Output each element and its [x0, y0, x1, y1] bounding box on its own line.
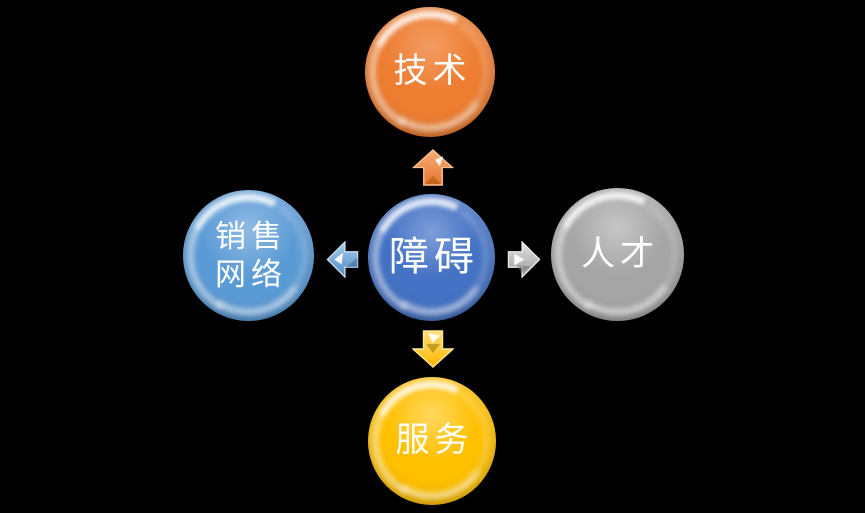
right-bubble-label: 人才 — [581, 234, 659, 273]
right-bubble-talent: 人才 — [551, 188, 684, 321]
arrow-down-icon — [412, 330, 454, 368]
arrow-left-icon — [326, 241, 359, 278]
arrow-right-icon — [507, 241, 541, 278]
left-bubble-sales-network: 销售 网络 — [183, 190, 314, 321]
bottom-bubble-label: 服务 — [395, 421, 474, 460]
arrow-up-icon — [412, 149, 454, 186]
top-bubble-technology: 技术 — [365, 7, 495, 137]
left-bubble-label: 销售 网络 — [210, 218, 287, 294]
left-bubble-label-line2: 网络 — [215, 256, 287, 292]
left-bubble-label-line1: 销售 — [215, 218, 287, 254]
top-bubble-label: 技术 — [393, 52, 472, 91]
bottom-bubble-service: 服务 — [368, 377, 496, 505]
center-bubble-label: 障碍 — [389, 235, 479, 280]
center-bubble-obstacle: 障碍 — [368, 194, 495, 321]
